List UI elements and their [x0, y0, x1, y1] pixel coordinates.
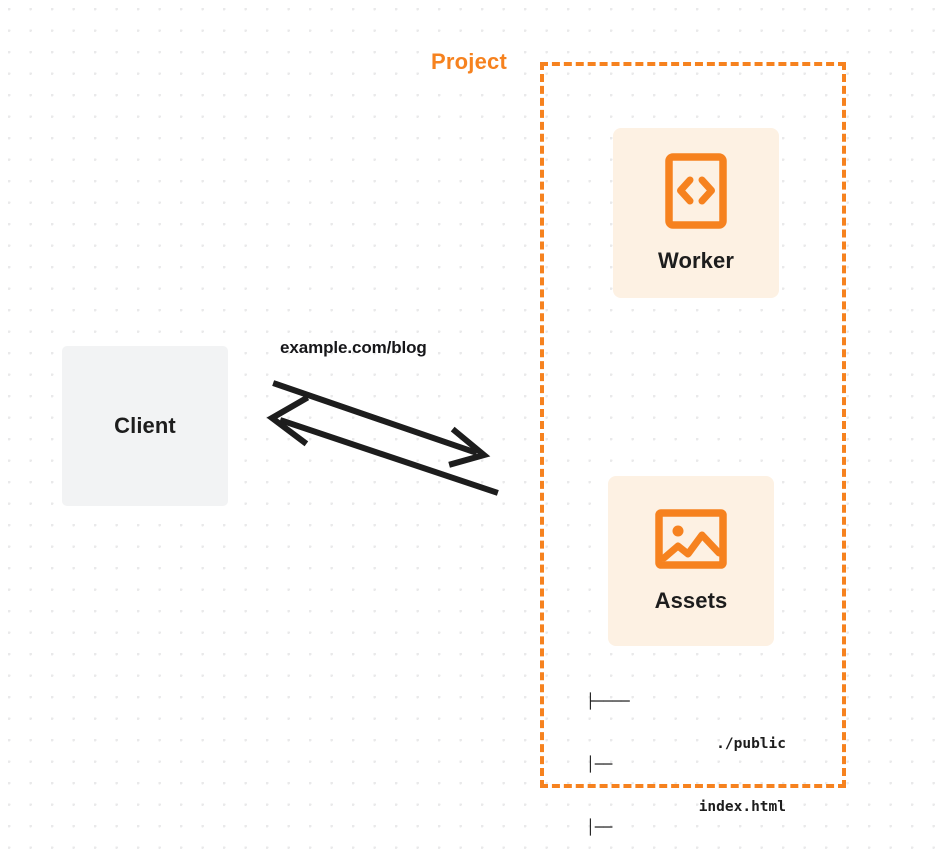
- tree-branch-glyph: ├────: [586, 694, 630, 710]
- client-node[interactable]: Client: [62, 346, 228, 506]
- tree-item-label: index.html: [698, 799, 786, 815]
- request-arrow: [272, 380, 491, 468]
- assets-node[interactable]: Assets: [608, 476, 774, 646]
- tree-branch-glyph: │──: [586, 820, 613, 836]
- tree-branch-glyph: │──: [586, 757, 613, 773]
- connection-label: example.com/blog: [280, 338, 427, 357]
- code-brackets-icon: [665, 152, 727, 234]
- project-boundary: [540, 62, 846, 788]
- worker-node-label: Worker: [658, 247, 734, 273]
- assets-file-tree: ├──── ./public │── index.html │── blog.h…: [586, 650, 786, 860]
- worker-node[interactable]: Worker: [613, 128, 779, 298]
- file-tree-row: │── index.html: [586, 755, 786, 815]
- response-arrow: [266, 394, 499, 496]
- project-title: Project: [424, 49, 514, 75]
- tree-item-label: ./public: [716, 736, 786, 752]
- image-icon: [655, 508, 727, 574]
- file-tree-row: ├──── ./public: [586, 692, 786, 752]
- client-node-label: Client: [114, 413, 176, 438]
- file-tree-row: │── blog.html: [586, 818, 786, 839]
- assets-node-label: Assets: [654, 587, 728, 613]
